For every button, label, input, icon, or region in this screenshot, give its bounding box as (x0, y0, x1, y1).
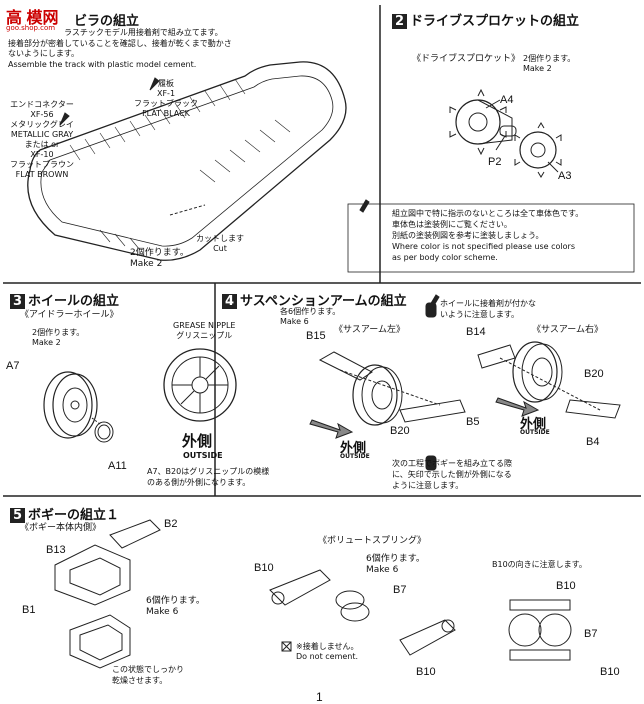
part-b20-right: B20 (584, 368, 604, 380)
watermark-logo: 高 模网 (6, 10, 59, 27)
step2-subtitle: 《ドライブスプロケット》 (412, 54, 521, 64)
part-b14: B14 (466, 326, 486, 338)
step5-make-2: 6個作ります。Make 6 (366, 554, 425, 575)
watermark-url: goo.shop.com (6, 24, 56, 32)
part-b10-a: B10 (254, 562, 274, 574)
step4-make: 各6個作ります。Make 6 (280, 307, 341, 326)
part-a7: A7 (6, 360, 20, 372)
part-a11: A11 (108, 460, 127, 472)
color-note: 組立図中で特に指示のないところは全て車体色です。車体色は塗装例にご覧ください。別… (392, 209, 584, 262)
suspension-arm-illustration (309, 294, 621, 471)
sus-arm-left-label: 《サスアーム左》 (334, 325, 406, 335)
part-b5: B5 (466, 416, 480, 428)
step5-make-1: 6個作ります。Make 6 (146, 596, 205, 617)
part-a3: A3 (558, 170, 572, 182)
step3-make: 2個作ります。Make 2 (32, 328, 85, 347)
step1-desc-4: Assemble the track with plastic model ce… (8, 60, 197, 69)
step1-title: ビラの組立 (74, 14, 140, 29)
part-b10-b: B10 (416, 666, 436, 678)
step4-caution: ホイールに接着剤が付かないように注意します。 (440, 299, 536, 319)
part-b4: B4 (586, 436, 600, 448)
direction-note: B10の向きに注意します。 (492, 560, 587, 569)
page-number: 1 (316, 690, 323, 704)
outside-en-right: OUTSIDE (520, 429, 550, 436)
part-a4: A4 (500, 94, 514, 106)
part-p2: P2 (488, 156, 502, 168)
part-b20-left: B20 (390, 425, 410, 437)
step5-subtitle: 《ボギー本体内側》 (20, 523, 102, 533)
step4-note: 次の工程でボギーを組み立てる際に、矢印で示した側が外側になるように注意します。 (392, 459, 512, 490)
idler-wheel-illustration (43, 348, 237, 443)
no-cement-note: ※接着しません。Do not cement. (296, 642, 359, 661)
step1-desc-2: 接着部分が密着していることを確認し、接着が乾くまで動かさ (8, 39, 232, 48)
outside-jp-right: 外側 (520, 417, 547, 432)
outside-en-label: OUTSIDE (183, 451, 223, 460)
sprocket-illustration (449, 88, 562, 178)
part-b13: B13 (46, 544, 66, 556)
part-b7-a: B7 (393, 584, 407, 596)
sus-arm-right-label: 《サスアーム右》 (532, 325, 604, 335)
step1-desc-3: ないようにします。 (8, 49, 80, 58)
part-b1: B1 (22, 604, 36, 616)
outside-jp-label: 外側 (182, 432, 213, 450)
part-b10-c: B10 (556, 580, 576, 592)
dry-note: この状態でしっかり乾燥させます。 (112, 665, 184, 685)
outside-en-left: OUTSIDE (340, 453, 370, 460)
part-b10-d: B10 (600, 666, 620, 678)
part-b15: B15 (306, 330, 326, 342)
step1-make: 2個作ります。Make 2 (130, 248, 189, 269)
outside-jp-left: 外側 (340, 441, 367, 456)
part-b2: B2 (164, 518, 178, 530)
step1-desc-1: ラスチックモデル用接着剤で組み立てます。 (64, 28, 223, 37)
step2-make: 2個作ります。Make 2 (523, 54, 576, 73)
part-b7-b: B7 (584, 628, 598, 640)
track-illustration (27, 61, 347, 261)
step3-note: A7、B20はグリスニップルの模様のある側が外側になります。 (147, 467, 270, 487)
bogie-illustration (54, 519, 572, 669)
spring-subtitle: 《ボリュートスプリング》 (318, 536, 427, 546)
step3-subtitle: 《アイドラーホイール》 (20, 310, 119, 320)
